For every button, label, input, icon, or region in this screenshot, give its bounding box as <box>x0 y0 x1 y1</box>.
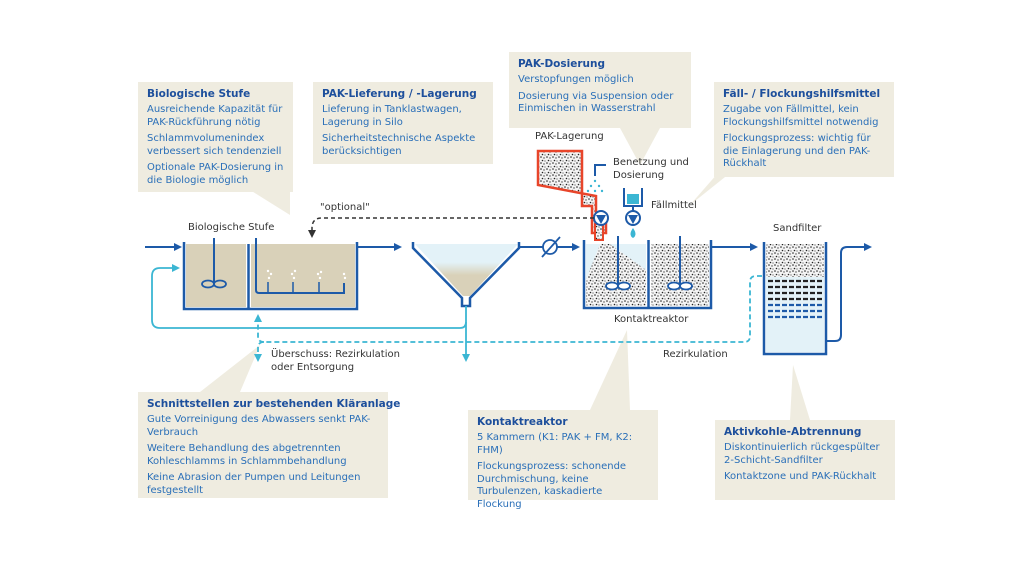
label-bio-stufe: Biologische Stufe <box>188 222 275 233</box>
contact-reactor <box>582 236 713 310</box>
pak-pump-icon <box>593 210 609 226</box>
droplet-icon <box>630 228 636 238</box>
optional-pak-line <box>308 217 594 238</box>
outflow-arrow <box>826 243 872 342</box>
callout-line: Zugabe von Fällmittel, kein Flockungshil… <box>723 104 879 128</box>
label-ueberschuss: Überschuss: Rezirkulation <box>271 349 400 360</box>
callout-line: Kontaktzone und PAK-Rückhalt <box>724 471 877 482</box>
label-rezirkulation: Rezirkulation <box>663 349 728 360</box>
tail-dosier <box>620 128 660 165</box>
callout-line: Gute Vorreinigung des Abwassers senkt PA… <box>147 414 371 438</box>
tail-bio <box>250 190 290 215</box>
label-optional: "optional" <box>320 202 370 213</box>
callout-kontaktreaktor: Kontaktreaktor 5 Kammern (K1: PAK + FM, … <box>468 410 658 510</box>
callout-line: Schlammvolumenindex verbessert sich tend… <box>147 133 282 157</box>
label-pak-lagerung: PAK-Lagerung <box>535 131 604 142</box>
callout-biologische-stufe: Biologische Stufe Ausreichende Kapazität… <box>138 82 293 192</box>
tail-kontakt <box>590 330 630 410</box>
callout-title: Aktivkohle-Abtrennung <box>724 426 862 438</box>
callout-line: Diskontinuierlich rückgespülter 2-Schich… <box>724 442 880 466</box>
flow-meter-icon <box>541 236 561 258</box>
clarifier <box>411 242 521 308</box>
label-sandfilter: Sandfilter <box>773 223 822 234</box>
callout-line: Dosierung via Suspension oder Einmischen… <box>518 90 674 115</box>
callout-title: Schnittstellen zur bestehenden Kläranlag… <box>147 398 401 410</box>
callout-pak-lieferung: PAK-Lieferung / -Lagerung Lieferung in T… <box>313 82 493 164</box>
callout-line: Sicherheitstechnische Aspekte berücksich… <box>322 133 476 157</box>
wetting-nozzle-icon <box>586 164 606 193</box>
callout-faellmittel: Fäll- / Flockungshilfsmittel Zugabe von … <box>714 82 894 177</box>
callout-line: Ausreichende Kapazität für PAK-Rückführu… <box>147 104 283 128</box>
callout-pak-dosierung: PAK-Dosierung Verstopfungen möglich Dosi… <box>509 52 691 128</box>
label-kontaktreaktor: Kontaktreaktor <box>614 314 689 325</box>
callout-line: Flockungsprozess: wichtig für die Einlag… <box>723 133 871 169</box>
tail-aktiv <box>790 365 810 420</box>
precipitant-tank-icon <box>623 188 643 211</box>
callout-line: 5 Kammern (K1: PAK + FM, K2: FHM) <box>477 432 633 456</box>
callout-aktivkohle: Aktivkohle-Abtrennung Diskontinuierlich … <box>715 420 895 500</box>
recirculation-to-bio <box>254 314 265 343</box>
callout-title: PAK-Lieferung / -Lagerung <box>322 88 477 100</box>
callout-line: Optionale PAK-Dosierung in die Biologie … <box>147 162 284 186</box>
callout-line: Keine Abrasion der Pumpen und Leitungen … <box>147 472 361 496</box>
label-benetzung: Benetzung und <box>613 157 689 168</box>
callout-title: Kontaktreaktor <box>477 416 568 428</box>
callout-line: Lieferung in Tanklastwagen, Lagerung in … <box>322 104 462 128</box>
label-faellmittel: Fällmittel <box>651 200 697 211</box>
callout-tails <box>200 128 810 420</box>
return-sludge-line <box>151 264 467 329</box>
callout-line: Verstopfungen möglich <box>518 74 634 85</box>
label-dosierung: Dosierung <box>613 170 665 181</box>
callout-line: Flockungsprozess: schonende Durchmischun… <box>477 461 627 510</box>
precipitant-pump-icon <box>625 210 641 226</box>
aeration-pipe-icon <box>255 238 345 294</box>
recirculation-line <box>254 275 762 362</box>
callout-title: Fäll- / Flockungshilfsmittel <box>723 88 881 100</box>
label-entsorgung: oder Entsorgung <box>271 362 355 373</box>
callout-line: Weitere Behandlung des abgetrennten Kohl… <box>147 443 347 467</box>
tail-schnitt <box>200 345 260 392</box>
sandfilter <box>762 242 828 356</box>
callout-schnittstellen: Schnittstellen zur bestehenden Kläranlag… <box>138 392 401 498</box>
callout-title: Biologische Stufe <box>147 88 251 100</box>
bio-tank <box>182 238 359 311</box>
callout-title: PAK-Dosierung <box>518 58 605 70</box>
